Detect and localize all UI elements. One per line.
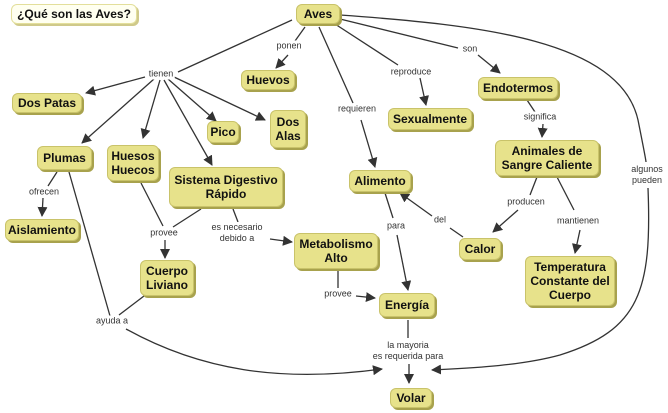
link-para: para [385,220,407,232]
concept-cuerpo-liviano[interactable]: Cuerpo Liviano [140,260,194,296]
concept-dos-patas[interactable]: Dos Patas [12,93,82,113]
edge-tienen-sistema [163,79,213,166]
map-title: ¿Qué son las Aves? [11,4,137,24]
link-provee-huesos: provee [149,227,179,239]
concept-dos-alas[interactable]: Dos Alas [270,110,306,148]
edge-para-energia [396,234,412,291]
edge-alimento-para [384,192,394,219]
concept-huesos-huecos[interactable]: Huesos Huecos [107,145,159,181]
link-son: son [461,43,479,55]
concept-plumas[interactable]: Plumas [37,146,92,170]
link-ponen: ponen [275,40,303,52]
edge-tienen-pico [167,78,217,122]
concept-temperatura-constante[interactable]: Temperatura Constante del Cuerpo [525,256,615,306]
edge-significa-animales [537,123,548,138]
concept-energia[interactable]: Energía [379,293,435,317]
link-reproduce: reproduce [389,66,433,78]
concept-volar[interactable]: Volar [390,388,432,408]
edge-plumas-ayuda [68,171,111,317]
edge-reproduce-sexualmente [419,77,429,106]
link-la-mayoria: la mayoria es requerida para [371,340,445,362]
concept-calor[interactable]: Calor [459,238,501,260]
edge-tienen-plumas [81,78,155,144]
edge-tienen-huesos [140,79,161,139]
edge-ofrecen-aislamiento [37,197,48,217]
edge-calor-del [449,227,464,238]
concept-aves[interactable]: Aves [296,4,340,24]
edge-huesos-provee [140,182,164,227]
edge-tienen-dos-alas [173,76,266,121]
concept-huevos[interactable]: Huevos [241,70,295,90]
edge-sistema-esnecesario [232,208,239,223]
edge-aves-algunos-pueden [339,14,647,163]
concept-endotermos[interactable]: Endotermos [478,77,558,99]
link-es-necesario: es necesario debido a [210,222,264,244]
link-algunos-pueden: algunos pueden [630,164,664,186]
link-provee-metabolismo: provee [323,288,353,300]
link-del: del [432,214,448,226]
edge-aves-requieren [318,26,354,104]
edge-animales-producen [529,176,538,196]
edge-ponen-huevos [275,54,289,69]
concept-sexualmente[interactable]: Sexualmente [388,108,472,130]
edge-aves-reproduce [334,23,399,66]
link-mantienen: mantienen [555,215,601,227]
link-significa: significa [522,111,558,123]
edge-aves-tienen [177,19,293,73]
link-tienen: tienen [147,68,175,80]
edge-aves-son [339,18,459,49]
link-ofrecen: ofrecen [27,186,61,198]
link-ayuda-a: ayuda a [94,315,130,327]
edge-plumas-ofrecen [47,171,58,187]
edge-provee-energia [355,292,376,303]
edge-sistema-provee [172,208,202,228]
concept-alimento[interactable]: Alimento [349,170,411,192]
concept-aislamiento[interactable]: Aislamiento [5,219,79,241]
concept-animales-sangre-caliente[interactable]: Animales de Sangre Caliente [495,140,599,176]
edge-esnecesario-metabolismo [269,235,293,246]
concept-pico[interactable]: Pico [207,121,239,143]
concept-metabolismo-alto[interactable]: Metabolismo Alto [294,233,378,269]
edge-son-endotermos [477,54,501,74]
edge-mantienen-temperatura [572,229,582,254]
link-requieren: requieren [336,103,378,115]
edge-algunos-pueden-volar [431,187,650,375]
edge-producen-calor [492,209,519,233]
edge-requieren-alimento [360,119,378,168]
concept-sistema-digestivo[interactable]: Sistema Digestivo Rápido [169,167,283,207]
edge-ayuda-volar [125,328,383,376]
link-producen: producen [506,196,546,208]
edge-cuerpo-ayuda [118,295,145,316]
edge-tienen-dos-patas [85,76,146,96]
edge-animales-mantienen [556,176,575,211]
edge-endotermos-significa [526,99,536,113]
edge-del-alimento [399,192,433,217]
edge-aves-ponen [294,26,306,42]
